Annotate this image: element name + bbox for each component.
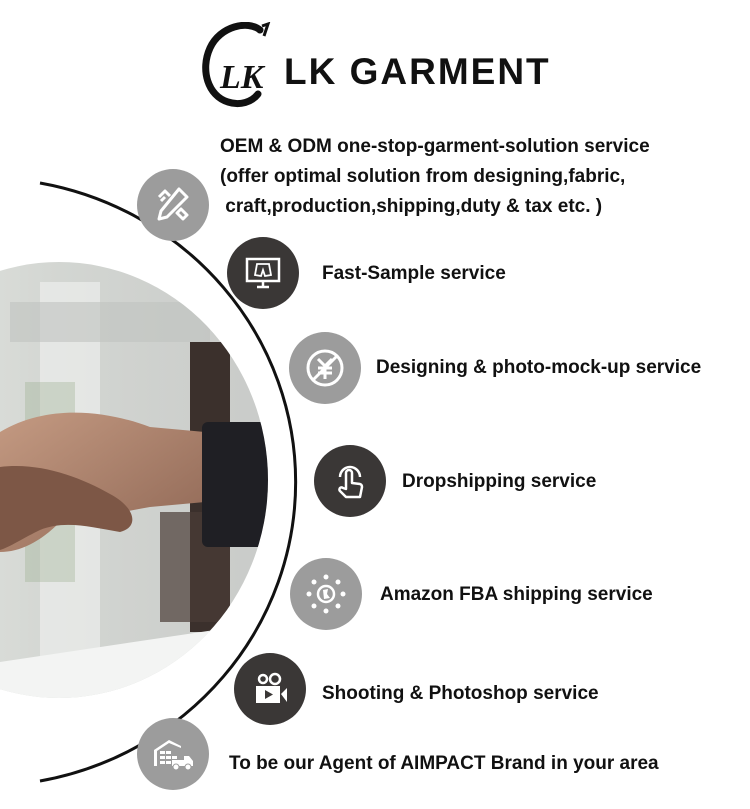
service-label-amazon-fba: Amazon FBA shipping service	[380, 584, 653, 605]
service-icon-fast-sample	[227, 237, 299, 309]
service-icon-designing	[289, 332, 361, 404]
service-oem-line-3: craft,production,shipping,duty & tax etc…	[220, 196, 603, 217]
service-label-designing: Designing & photo-mock-up service	[376, 357, 702, 378]
service-icon-oem	[137, 169, 209, 241]
tap-hand-icon	[338, 465, 364, 499]
service-oem-line-2: (offer optimal solution from designing,f…	[220, 166, 626, 187]
service-icon-amazon-fba	[290, 558, 362, 630]
svg-text:LK: LK	[219, 59, 266, 96]
video-camera-icon	[256, 672, 287, 703]
service-icon-shooting	[234, 653, 306, 725]
lk-monogram-icon: LK	[202, 22, 271, 108]
globe-network-icon	[306, 574, 346, 614]
service-label-agent: To be our Agent of AIMPACT Brand in your…	[229, 753, 659, 774]
service-label-dropshipping: Dropshipping service	[402, 471, 597, 492]
warehouse-truck-icon	[154, 740, 193, 771]
service-label-shooting: Shooting & Photoshop service	[322, 683, 599, 704]
service-icon-dropshipping	[314, 445, 386, 517]
monitor-shorts-icon	[245, 257, 281, 289]
service-label-fast-sample: Fast-Sample service	[322, 263, 506, 284]
service-label-oem: OEM & ODM one-stop-garment-solution serv…	[220, 132, 650, 222]
service-icon-agent	[137, 718, 209, 790]
brand-name: LK GARMENT	[284, 51, 551, 92]
service-oem-line-1: OEM & ODM one-stop-garment-solution serv…	[220, 136, 650, 157]
no-yen-icon	[306, 349, 344, 387]
brand-logo: LK LK GARMENT	[198, 22, 558, 108]
pencil-ruler-icon	[157, 187, 189, 221]
